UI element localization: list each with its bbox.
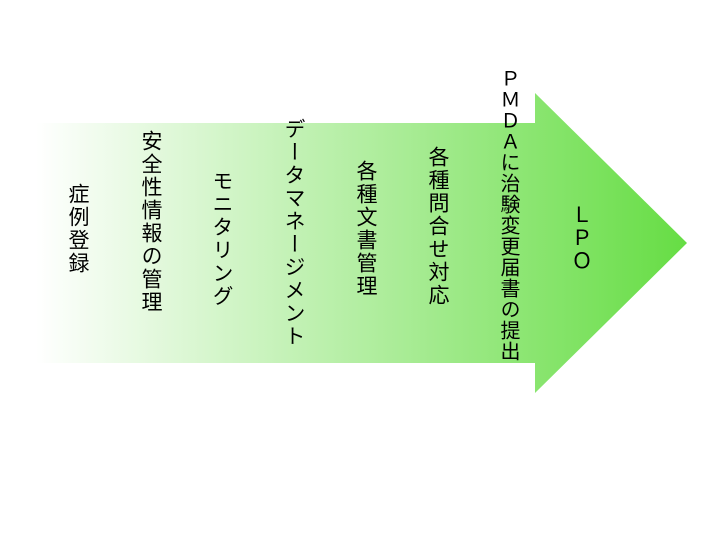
label-safety-info-management: 安全性情報の管理: [139, 130, 163, 314]
label-pmda-submission: ＰＭＤＡに治験変更届書の提出: [497, 68, 521, 362]
label-case-registration: 症例登録: [66, 183, 90, 275]
label-lpo: ＬＰＯ: [569, 204, 593, 273]
label-data-management: データマネージメント: [282, 118, 306, 348]
arrow-shape: [36, 93, 687, 393]
label-document-management: 各種文書管理: [354, 160, 378, 298]
label-inquiry-handling: 各種問合せ対応: [426, 146, 450, 307]
label-monitoring: モニタリング: [210, 170, 234, 308]
